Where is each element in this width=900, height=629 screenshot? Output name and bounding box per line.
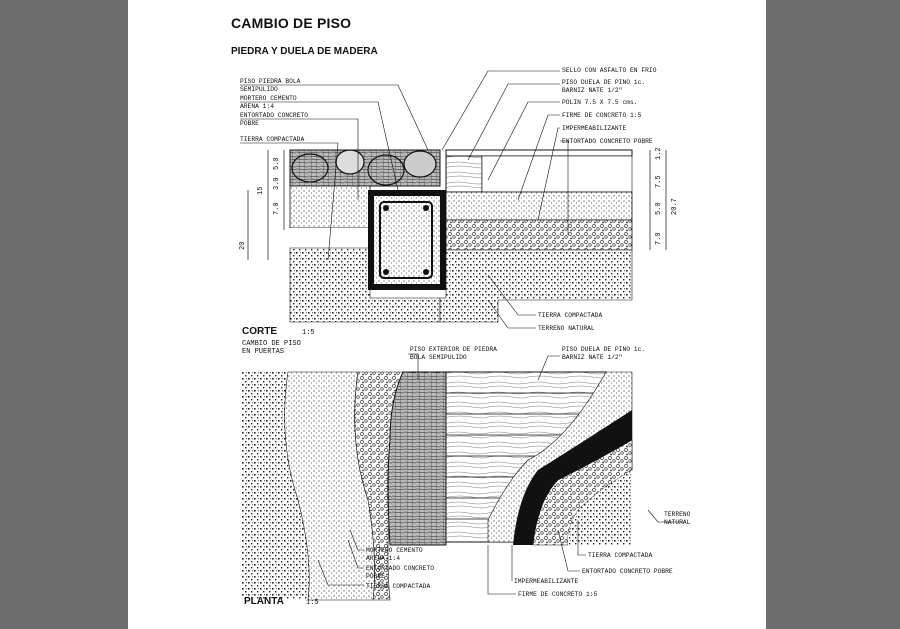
plan-label-pobre: POBRE [366,573,385,580]
section-drawing: PISO PIEDRA BOLA SEMIPULIDO MORTERO CEME… [239,67,679,356]
plan-label-piso-duela: PISO DUELA DE PINO 1c. [562,346,645,353]
dim-left-15: 15 [257,187,265,195]
label-piso-piedra-bola: PISO PIEDRA BOLA [240,78,301,85]
plan-label-entortado: ENTORTADO CONCRETO [366,565,434,572]
label-tierra-compactada-bottom: TIERRA COMPACTADA [538,312,602,319]
plan-scale: 1:5 [306,599,319,607]
dim-right-20-7: 20.7 [671,198,679,215]
construction-drawing: PISO PIEDRA BOLA SEMIPULIDO MORTERO CEME… [239,67,691,607]
label-entortado-pobre: ENTORTADO CONCRETO POBRE [562,138,653,145]
plan-label-arena: ARENA 1:4 [366,555,400,562]
plan-label-barniz: BARNIZ NATE 1/2" [562,354,622,361]
dim-right-7-5: 7.5 [655,175,663,188]
plan-title: PLANTA [244,596,284,607]
plan-label-entortado-pobre: ENTORTADO CONCRETO POBRE [582,568,673,575]
plan-label-terreno: TERRENO [664,511,691,518]
label-impermeabilizante: IMPERMEABILIZANTE [562,125,626,132]
page-title: CAMBIO DE PISO [231,15,352,31]
dim-left-3: 3.0 [273,177,281,190]
plan-label-natural: NATURAL [664,519,691,526]
dim-right-7: 7.0 [655,232,663,245]
dim-left-5: 5.0 [273,157,281,170]
plan-drawing: PISO EXTERIOR DE PIEDRA BOLA SEMIPULIDO … [242,346,691,607]
label-entortado-concreto: ENTORTADO CONCRETO [240,112,308,119]
label-polin: POLIN 7.5 X 7.5 cms. [562,99,638,106]
section-caption-2: EN PUERTAS [242,348,284,356]
label-sello-asfalto: SELLO CON ASFALTO EN FRIO [562,67,657,74]
label-firme-concreto: FIRME DE CONCRETO 1:5 [562,112,642,119]
plan-label-bola-semipulido: BOLA SEMIPULIDO [410,354,467,361]
label-mortero-cemento: MORTERO CEMENTO [240,95,297,102]
plan-label-firme-concreto: FIRME DE CONCRETO 1:5 [518,591,598,598]
page-subtitle: PIEDRA Y DUELA DE MADERA [231,46,378,57]
label-piso-duela: PISO DUELA DE PINO 1c. [562,79,645,86]
dim-left-7: 7.0 [273,202,281,215]
plan-label-impermeabilizante: IMPERMEABILIZANTE [514,578,578,585]
document-page: CAMBIO DE PISO PIEDRA Y DUELA DE MADERA [128,0,766,629]
section-title: CORTE [242,326,277,337]
plan-label-tierra-compactada-left: TIERRA COMPACTADA [366,583,430,590]
section-caption-1: CAMBIO DE PISO [242,340,301,348]
label-arena: ARENA 1:4 [240,103,274,110]
label-pobre: POBRE [240,120,259,127]
plan-label-tierra-compactada-right: TIERRA COMPACTADA [588,552,652,559]
plan-label-piso-exterior: PISO EXTERIOR DE PIEDRA [410,346,497,353]
plan-label-mortero: MORTERO CEMENTO [366,547,423,554]
dim-right-5: 5.0 [655,202,663,215]
label-terreno-natural: TERRENO NATURAL [538,325,595,332]
section-scale: 1:5 [302,329,315,337]
dim-right-1-2: 1.2 [655,147,663,160]
label-semipulido: SEMIPULIDO [240,86,278,93]
dim-left-20: 20 [239,242,247,250]
label-barniz: BARNIZ NATE 1/2" [562,87,622,94]
label-tierra-compactada: TIERRA COMPACTADA [240,136,304,143]
